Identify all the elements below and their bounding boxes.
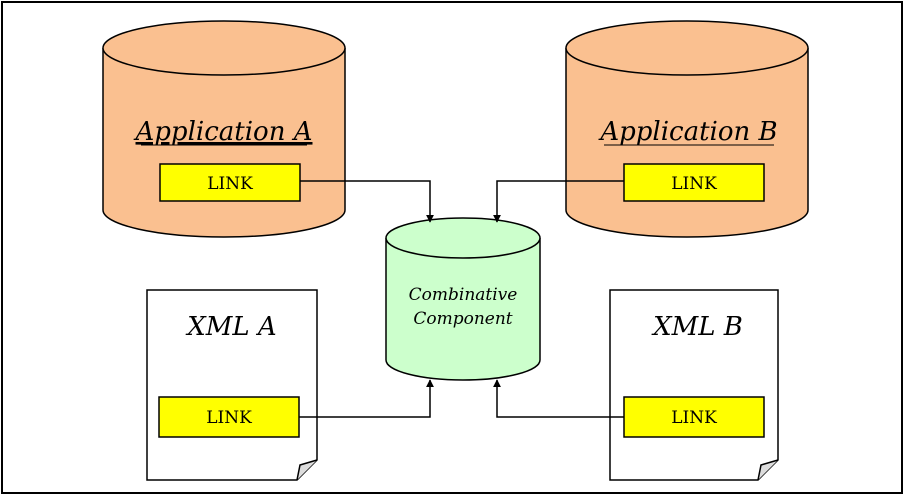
application-a-link-box	[159, 163, 301, 202]
connector-xml-a-to-component	[299, 379, 434, 418]
connector-application-a-to-component	[300, 180, 434, 223]
xml-b-link-label: LINK	[671, 408, 717, 428]
application-a-cylinder: Application A LINK	[102, 20, 346, 238]
xml-a-document: XML A LINK	[146, 289, 318, 481]
combinative-component-label-line1: Combinative	[409, 285, 518, 305]
application-b-top	[565, 20, 809, 76]
application-a-link-label: LINK	[207, 174, 253, 194]
combinative-component-body	[385, 238, 541, 381]
application-a-label: Application A	[134, 117, 313, 147]
combinative-component-label-line2: Component	[413, 309, 512, 329]
connector-xml-b-to-component	[493, 379, 624, 418]
xml-a-folded-corner	[296, 459, 318, 481]
xml-b-link-box	[623, 396, 765, 438]
application-b-link-label: LINK	[671, 174, 717, 194]
xml-b-folded-corner	[757, 459, 779, 481]
xml-a-link-box	[158, 396, 300, 438]
xml-a-label: XML A	[185, 312, 276, 342]
combinative-component-top	[385, 217, 541, 259]
application-a-top	[102, 20, 346, 76]
combinative-component-cylinder: Combinative Component	[385, 217, 541, 381]
application-b-cylinder: Application B LINK	[565, 20, 809, 238]
xml-a-link-label: LINK	[206, 408, 252, 428]
xml-b-label: XML B	[651, 312, 743, 342]
application-b-link-box	[623, 163, 765, 202]
application-b-label: Application B	[598, 117, 777, 147]
connector-application-b-to-component	[493, 180, 624, 223]
xml-b-document: XML B LINK	[609, 289, 779, 481]
